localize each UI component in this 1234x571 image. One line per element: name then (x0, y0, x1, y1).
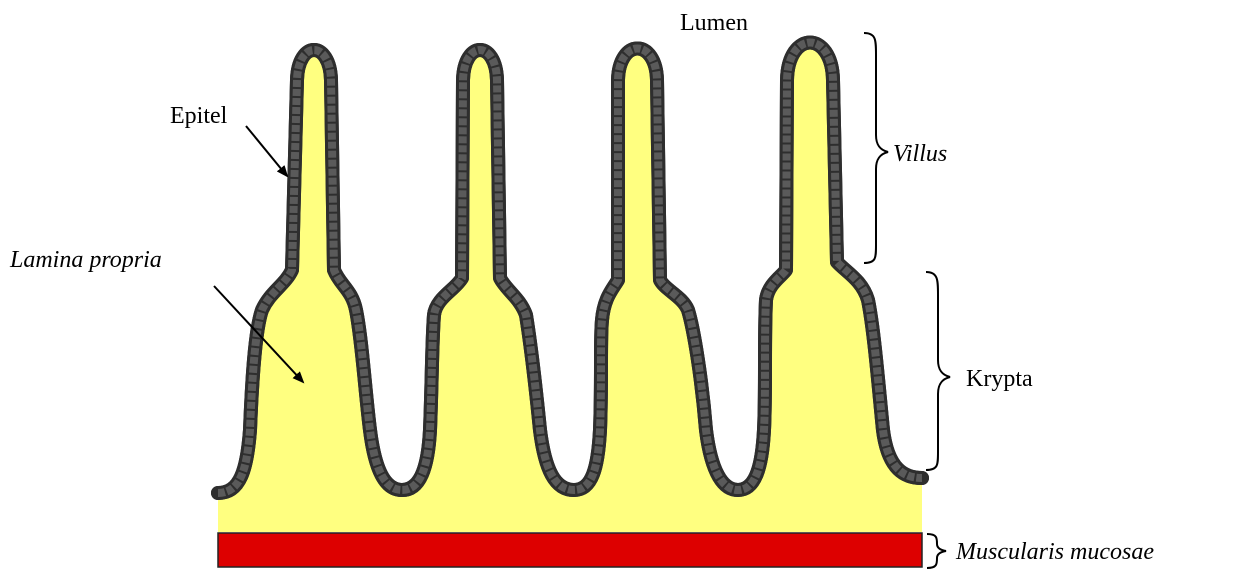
muscularis-brace (927, 534, 946, 568)
epitel-label: Epitel (170, 103, 228, 129)
krypta-label: Krypta (966, 366, 1033, 392)
muscularis-mucosae-label: Muscularis mucosae (955, 539, 1154, 565)
villus-brace (864, 33, 888, 263)
villus-label: Villus (893, 141, 947, 167)
muscularis-mucosae-band (218, 533, 922, 567)
lamina-propria-label: Lamina propria (9, 247, 162, 273)
lumen-label: Lumen (680, 10, 748, 36)
epitel-arrow (246, 126, 287, 176)
krypta-brace (926, 272, 950, 470)
lamina-propria-tissue (218, 43, 922, 533)
